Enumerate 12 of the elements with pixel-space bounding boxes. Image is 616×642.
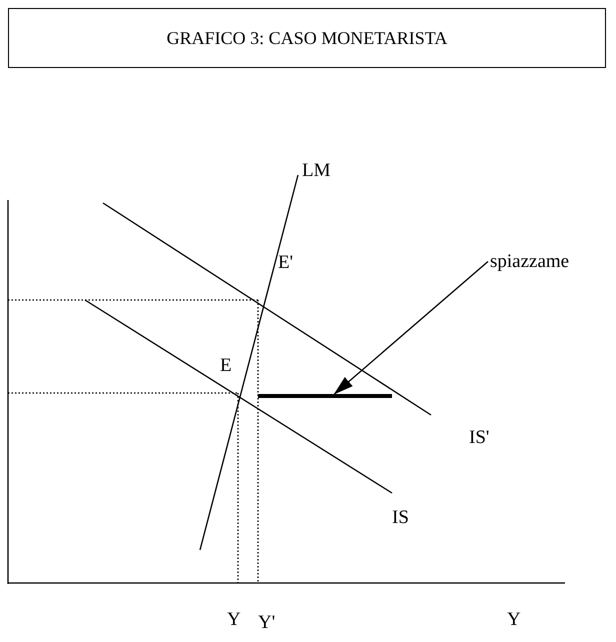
point-label: E' [278,253,294,272]
curve-label: IS' [469,428,490,447]
title-box: GRAFICO 3: CASO MONETARISTA [8,8,606,68]
curve-label: LM [302,161,330,180]
point-label: E [220,356,232,375]
axis-label: Y' [258,613,276,632]
annotation-text: spiazzame [490,252,570,271]
leader-arrow [334,261,488,395]
axis-label: Y [507,610,521,629]
axis-label: Y [227,610,241,629]
thick-bar [258,394,392,398]
curve-label: IS [392,508,409,527]
